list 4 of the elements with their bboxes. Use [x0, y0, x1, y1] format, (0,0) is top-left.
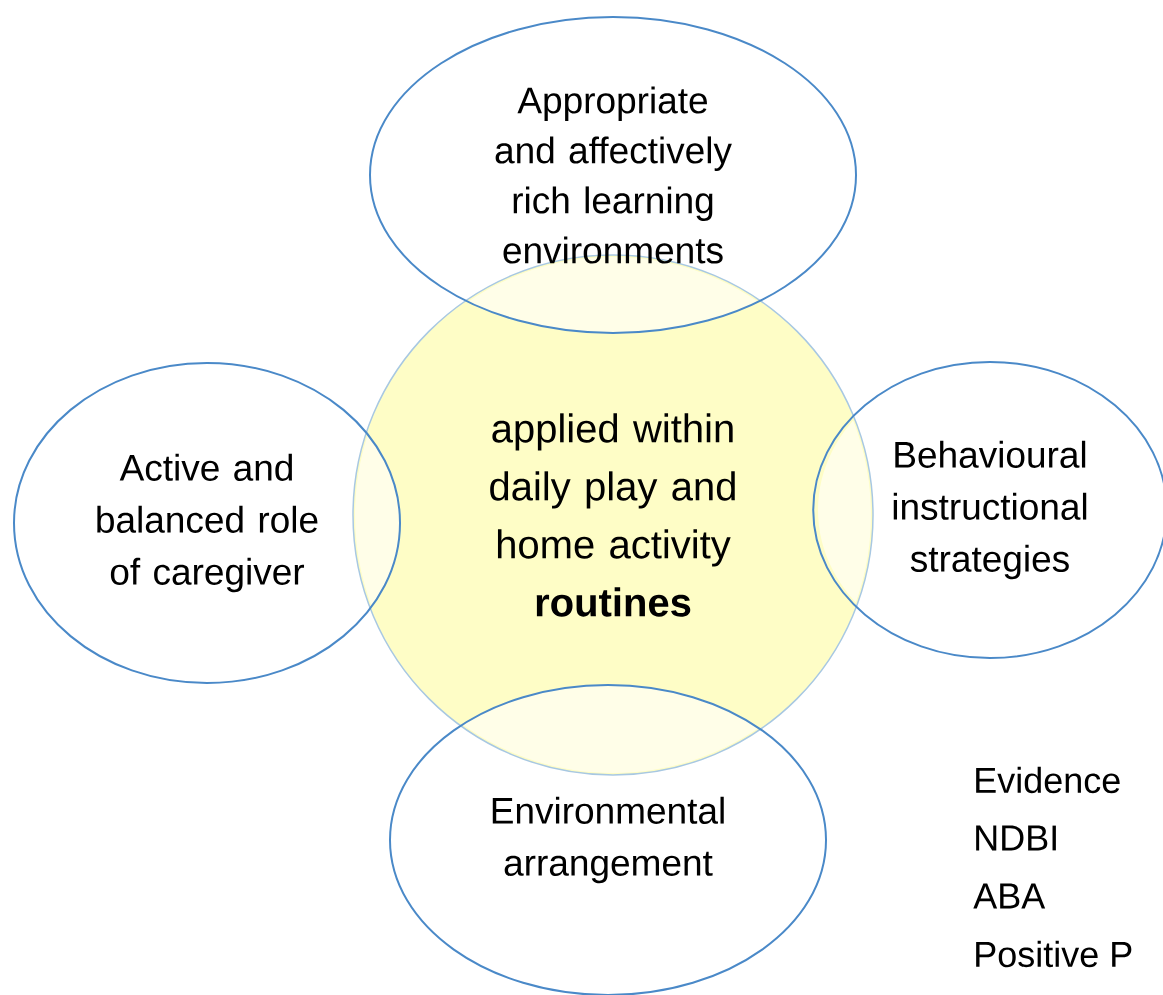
- note-text: Positive P: [976, 940, 1132, 968]
- note-text: NDBI: [976, 825, 1056, 851]
- note-text: Evidence: [976, 766, 1120, 794]
- note-text: ABA: [973, 883, 1046, 909]
